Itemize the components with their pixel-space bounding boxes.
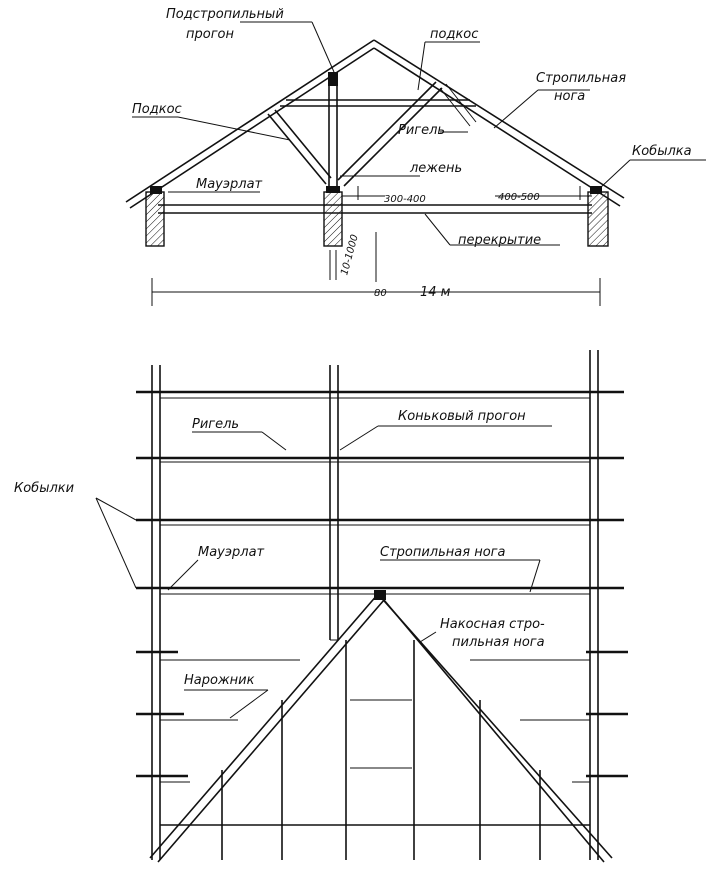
collar-tie [280,99,476,107]
label-offset: 80 [374,288,387,299]
label-strut-left: Подкос [132,102,182,117]
label-plan-wall-plate: Мауэрлат [198,545,265,560]
label-plan-hip-rafter-2: пильная нога [452,635,545,650]
label-ridge-purlin-1: Подстропильный [166,7,284,22]
label-plan-collar: Ригель [192,417,239,432]
label-sill: лежень [409,161,462,176]
label-eave-piece: Кобылка [632,144,692,159]
floor-beam [158,204,592,214]
strut-left [267,109,332,185]
leader-lines [132,21,706,246]
dimension-lines [151,186,601,306]
section-view: Подстропильный прогон подкос Стропильная… [125,7,706,306]
sill-plate [326,186,340,193]
label-center-gap: 300-400 [384,194,426,205]
wall-plate-left [150,186,162,194]
label-collar: Ригель [398,123,445,138]
label-ridge-purlin-2: прогон [186,27,234,42]
plan-rafters [136,390,624,595]
right-wall [587,191,609,247]
label-wall-plate: Мауэрлат [196,177,263,192]
plan-view: Ригель Коньковый прогон Кобылки Мауэрлат… [14,350,628,863]
label-plan-eave-pieces: Кобылки [14,481,74,496]
central-post [328,72,338,192]
plan-jack-rafters [221,640,541,860]
label-rafter-2: нога [554,89,585,104]
plan-leaders [95,425,552,719]
label-plan-rafter: Стропильная нога [380,545,505,560]
strut-right [337,81,443,187]
center-wall [323,191,343,247]
label-side-gap: 400-500 [498,192,540,203]
label-plan-jack-rafter: Нарожник [184,673,255,688]
label-rafter-1: Стропильная [536,71,626,86]
strut-right-lower [439,83,477,127]
left-wall [145,191,165,247]
wall-plate-right [590,186,602,194]
label-strut-top: подкос [430,27,478,42]
label-span: 14 м [420,285,451,300]
rafter-right [373,39,625,207]
label-plan-ridge-purlin: Коньковый прогон [398,409,526,424]
label-plan-hip-rafter-1: Накосная стро- [440,617,545,632]
plan-eave-pieces [136,650,628,826]
label-floor: перекрытие [458,233,541,248]
